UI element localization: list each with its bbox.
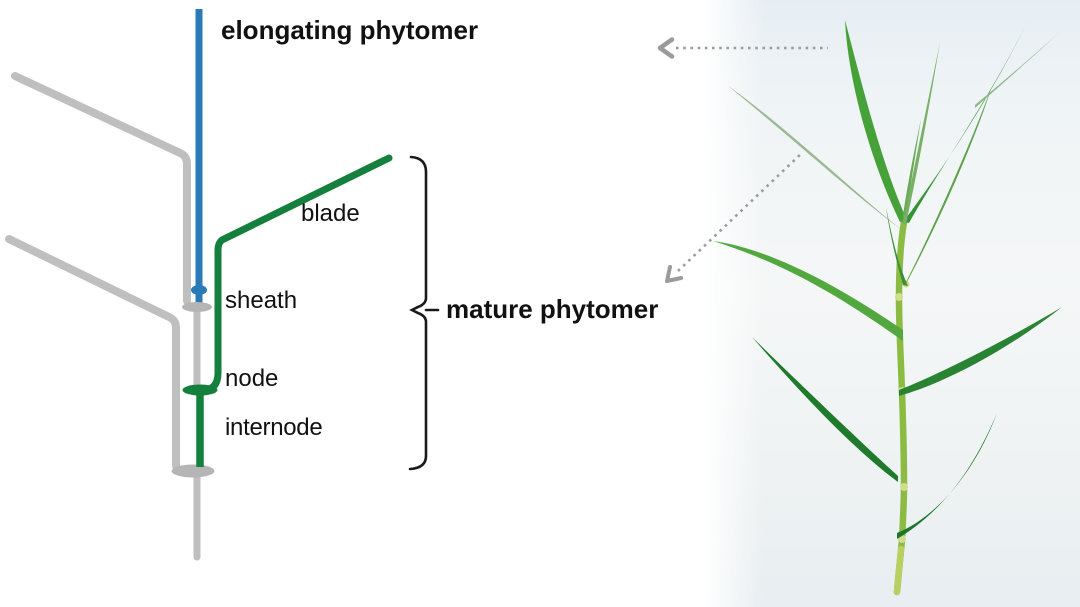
- grass-leaf: [727, 85, 902, 230]
- plant-stem-base: [893, 545, 905, 596]
- grass-leaf: [752, 337, 898, 482]
- label-blade: blade: [301, 200, 360, 227]
- older-phytomer2-blade-sheath: [5, 235, 180, 470]
- dotted-arrow-left-icon: [657, 37, 828, 59]
- older-phytomer1-node: [182, 302, 212, 312]
- dotted-arrow-diagonal-icon: [665, 151, 804, 283]
- mature-phytomer-blade-sheath: [202, 154, 393, 394]
- older-phytomer1-blade-sheath: [11, 72, 191, 305]
- photo-left-fade: [703, 0, 763, 607]
- mature-phytomer-bracket: [408, 155, 440, 471]
- grass-leaf: [903, 42, 940, 224]
- older-phytomer2-node: [171, 464, 215, 478]
- label-node: node: [225, 365, 279, 392]
- label-internode: internode: [225, 414, 323, 441]
- mature-phytomer-node: [182, 384, 218, 396]
- plant-photo: [703, 0, 1080, 607]
- grass-leaf: [899, 307, 1062, 396]
- grass-leaf: [902, 119, 921, 223]
- label-mature-phytomer: mature phytomer: [446, 294, 659, 324]
- photo-background: [703, 0, 1080, 607]
- label-elongating-phytomer: elongating phytomer: [221, 15, 479, 45]
- elongating-phytomer-node: [191, 285, 207, 295]
- grass-leaf: [975, 30, 1062, 108]
- label-sheath: sheath: [225, 287, 298, 314]
